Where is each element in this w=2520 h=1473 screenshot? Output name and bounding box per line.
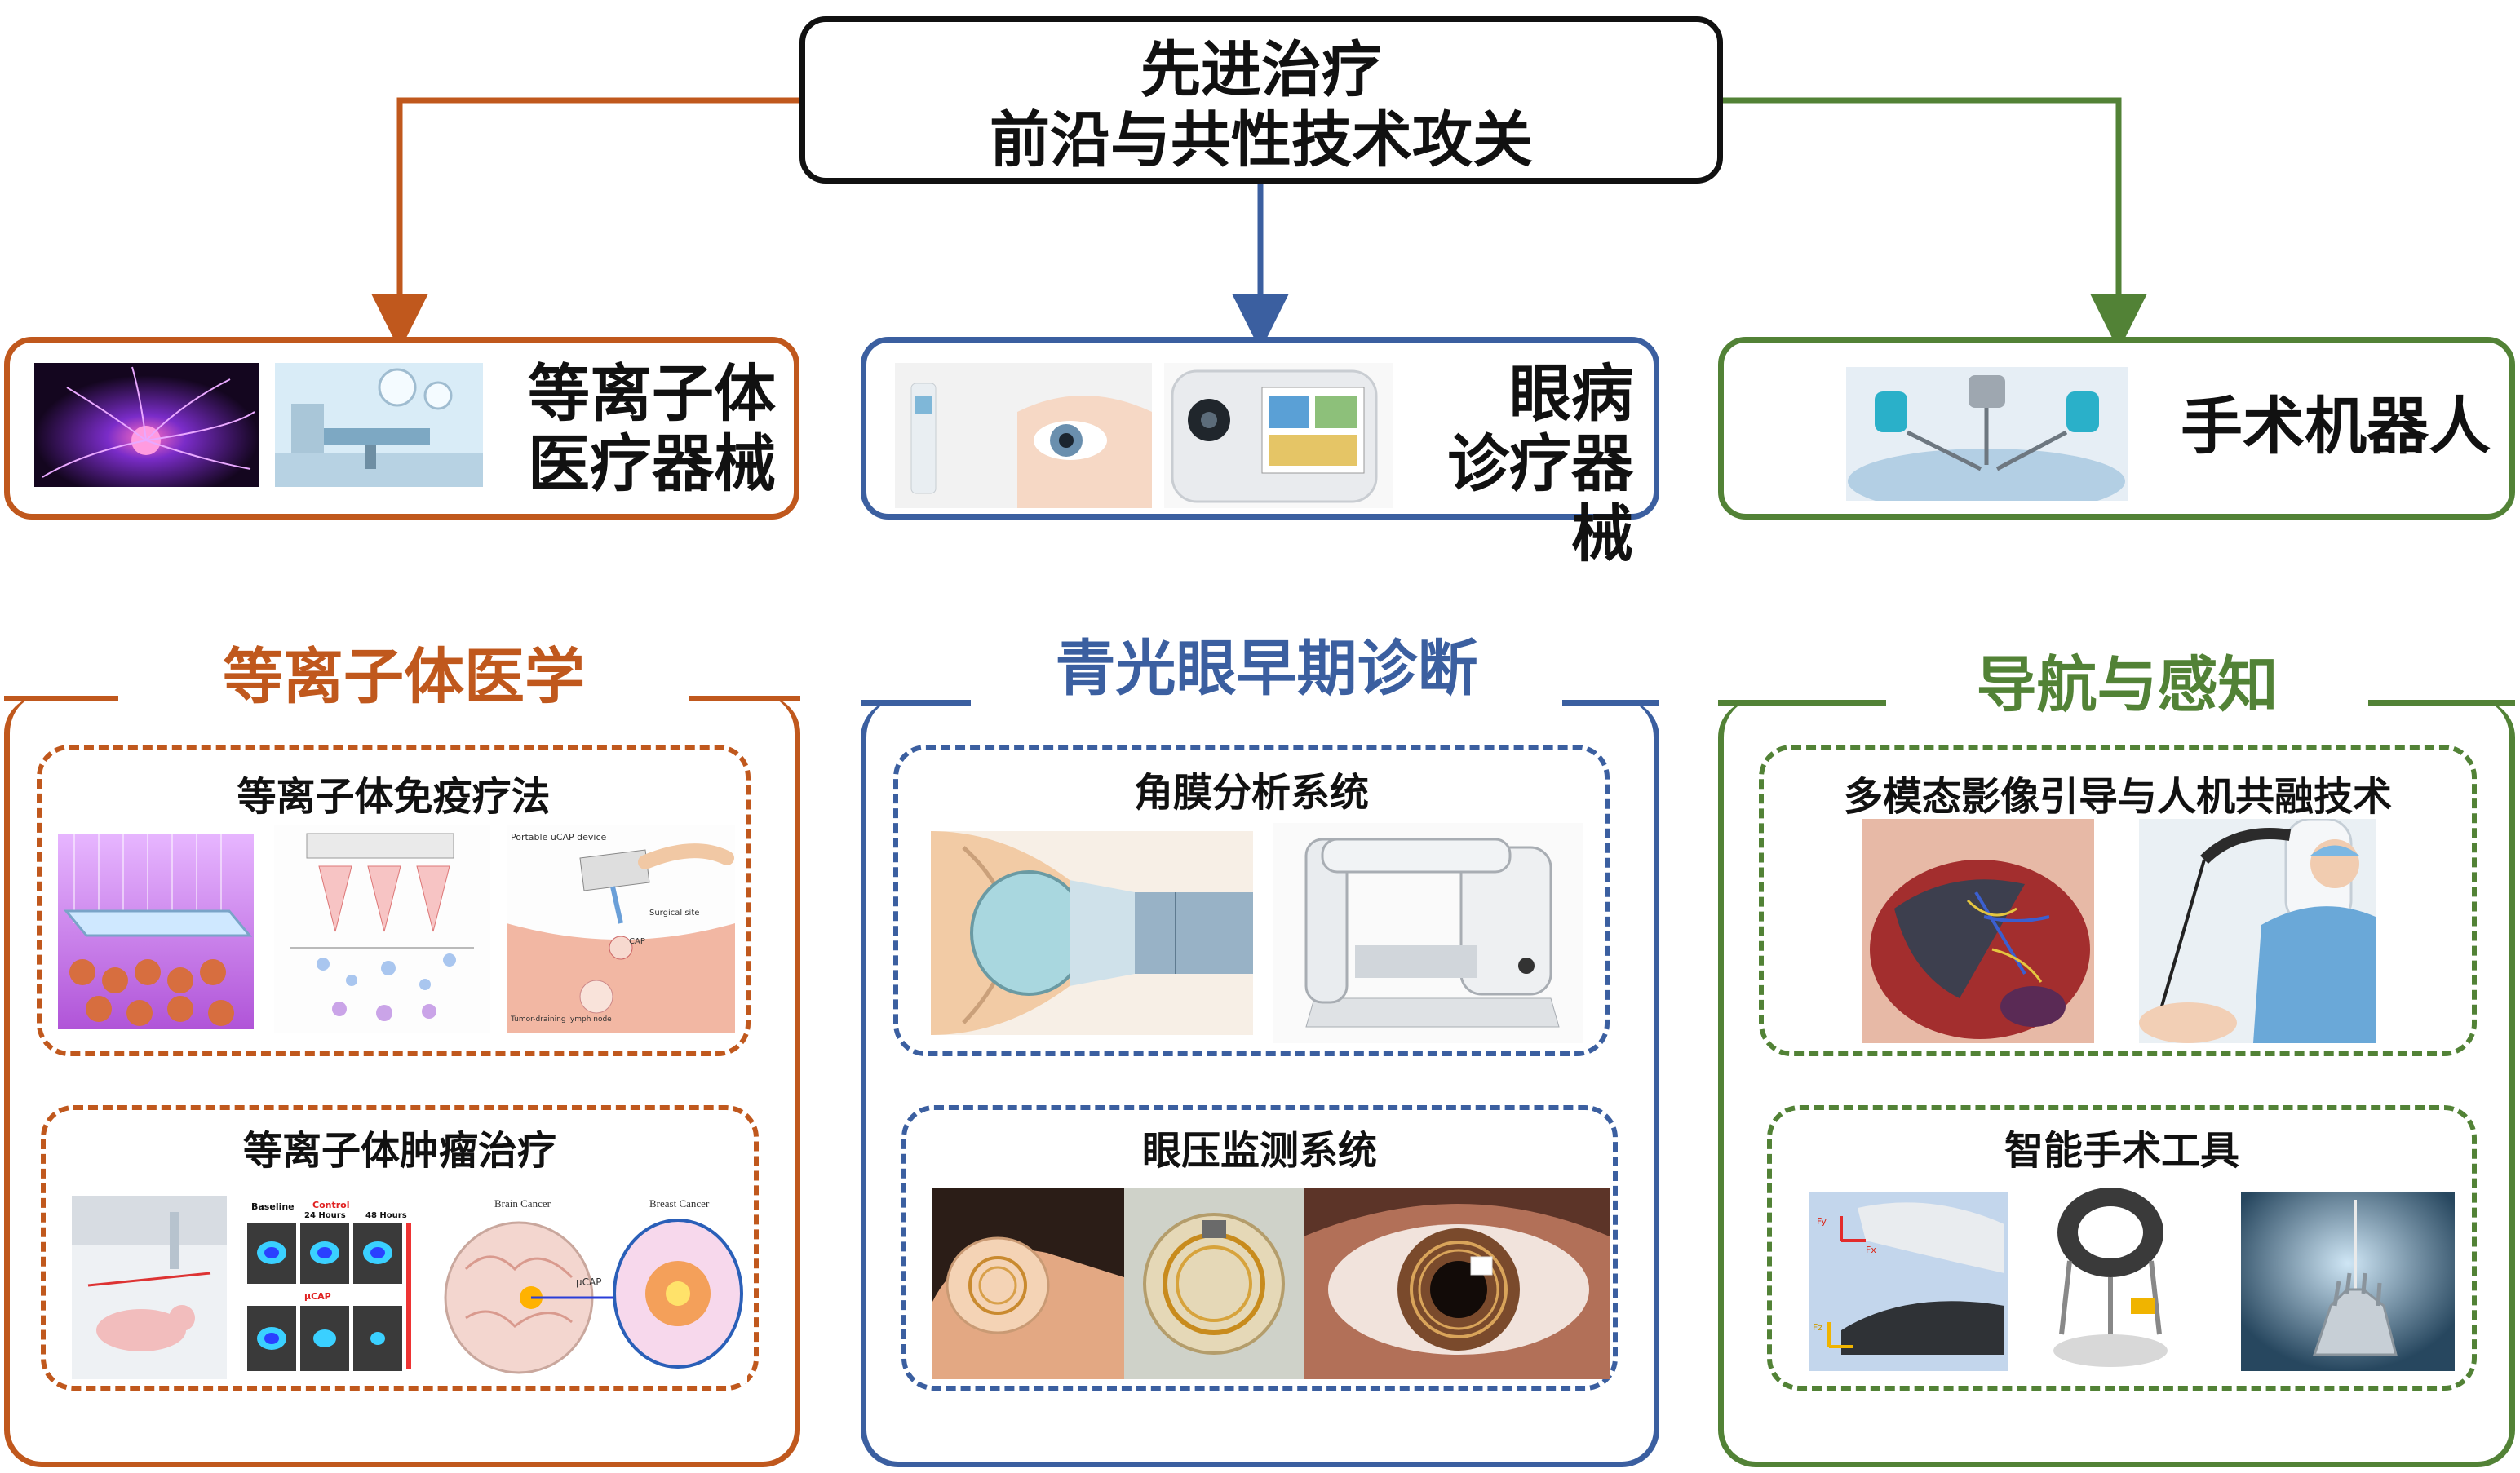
breast-cancer-label: Breast Cancer xyxy=(649,1197,710,1210)
cornea-analyzer-device xyxy=(1273,823,1583,1043)
root-title-line1: 先进治疗 xyxy=(1140,35,1382,105)
subsection-iop-monitoring-title: 眼压监测系统 xyxy=(1141,1128,1377,1174)
category-plasma-devices: 等离子体 医疗器械 xyxy=(4,337,799,520)
subsection-multimodal-imaging-title: 多模态影像引导与人机共融技术 xyxy=(1843,774,2392,820)
plasma-mechanism-diagram xyxy=(274,825,490,1033)
force-sensing-hand-image: Fy Fx Fz xyxy=(1809,1192,2008,1371)
surgeon-robot-image xyxy=(2139,819,2376,1043)
subsection-cornea-analysis: 角膜分析系统 xyxy=(893,745,1610,1056)
section-plasma-top-left-border xyxy=(4,696,118,701)
surgical-site-caption: Surgical site xyxy=(649,909,699,918)
organ-3d-image xyxy=(1862,819,2094,1043)
section-nav-title: 导航与感知 xyxy=(1976,650,2279,720)
eye-analyzer-image xyxy=(1164,363,1393,508)
section-nav-top-left-border xyxy=(1718,700,1886,706)
subsection-plasma-tumor: 等离子体肿瘤治疗 Baseline Control 24 Hours 48 Ho… xyxy=(41,1105,759,1391)
subsection-smart-tools-title: 智能手术工具 xyxy=(2004,1128,2239,1174)
baseline-label: Baseline xyxy=(251,1201,295,1212)
category-plasma-line2: 医疗器械 xyxy=(528,427,776,500)
brain-cancer-label: Brain Cancer xyxy=(494,1197,551,1210)
mouse-experiment-image xyxy=(72,1196,227,1379)
section-nav-top-right-border xyxy=(2368,700,2515,706)
ucap-label: μCAP xyxy=(304,1291,331,1302)
category-plasma-line1: 等离子体 xyxy=(528,357,776,430)
connector-left xyxy=(371,97,799,351)
cap-caption: CAP xyxy=(629,937,645,946)
cornea-diagram-image xyxy=(931,831,1253,1035)
fz-label-bottom: Fz xyxy=(1813,1322,1822,1333)
section-glaucoma-title: 青光眼早期诊断 xyxy=(1055,634,1478,704)
category-eye-label: 眼病 诊疗器械 xyxy=(1388,359,1633,569)
plasma-array-image xyxy=(58,834,254,1029)
surgical-tool-ring-image xyxy=(2029,1183,2188,1375)
connector-right xyxy=(1723,97,2147,351)
lens-sensor-image xyxy=(1124,1188,1304,1379)
category-eye-line2: 诊疗器械 xyxy=(1447,427,1633,570)
section-glaucoma-top-right-border xyxy=(1562,700,1659,706)
subsection-plasma-immunotherapy: 等离子体免疫疗法 Por xyxy=(37,745,751,1056)
section-plasma-top-right-border xyxy=(689,696,800,701)
subsection-smart-tools: 智能手术工具 Fy Fx Fz xyxy=(1767,1105,2477,1391)
category-surgical-robot: 手术机器人 xyxy=(1718,337,2515,520)
24-hours-label: 24 Hours xyxy=(304,1211,346,1220)
surgical-robot-image xyxy=(1846,367,2128,501)
contact-lens-finger-image xyxy=(932,1188,1124,1379)
section-plasma-title: 等离子体医学 xyxy=(223,642,585,712)
category-plasma-label: 等离子体 医疗器械 xyxy=(528,359,776,499)
category-eye-devices: 眼病 诊疗器械 xyxy=(861,337,1659,569)
subsection-plasma-immunotherapy-title: 等离子体免疫疗法 xyxy=(237,774,551,820)
plasma-globe-image xyxy=(34,363,259,487)
section-glaucoma-top-left-border xyxy=(861,700,971,706)
subsection-cornea-analysis-title: 角膜分析系统 xyxy=(1133,770,1369,816)
bioluminescence-image: Baseline Control 24 Hours 48 Hours μCAP xyxy=(243,1200,414,1379)
48-hours-label: 48 Hours xyxy=(365,1211,407,1220)
ucap-pointer-label: μCAP xyxy=(576,1276,601,1288)
eye-device-image xyxy=(895,363,1152,508)
category-eye-line1: 眼病 xyxy=(1509,357,1633,430)
root-title-line2: 前沿与共性技术攻关 xyxy=(990,105,1533,175)
fy-label-top: Fy xyxy=(1817,1216,1827,1227)
robotic-hand-tool-image xyxy=(2241,1192,2455,1371)
cancer-illustration: Brain Cancer Breast Cancer μCAP xyxy=(433,1196,747,1383)
subsection-iop-monitoring: 眼压监测系统 xyxy=(901,1105,1618,1391)
subsection-plasma-tumor-title: 等离子体肿瘤治疗 xyxy=(242,1128,556,1174)
fx-label-top: Fx xyxy=(1866,1245,1876,1255)
root-node: 先进治疗 前沿与共性技术攻关 xyxy=(799,16,1723,184)
subsection-multimodal-imaging: 多模态影像引导与人机共融技术 xyxy=(1759,745,2477,1056)
ucap-device-caption: Portable uCAP device xyxy=(511,832,607,843)
control-label: Control xyxy=(312,1200,349,1210)
eye-lens-image xyxy=(1304,1188,1610,1379)
category-robot-label: 手术机器人 xyxy=(2181,390,2491,462)
lymph-caption: Tumor-draining lymph node xyxy=(510,1015,612,1024)
ucap-device-diagram: Portable uCAP device Surgical site CAP T… xyxy=(507,825,735,1033)
operating-room-image xyxy=(275,363,483,487)
